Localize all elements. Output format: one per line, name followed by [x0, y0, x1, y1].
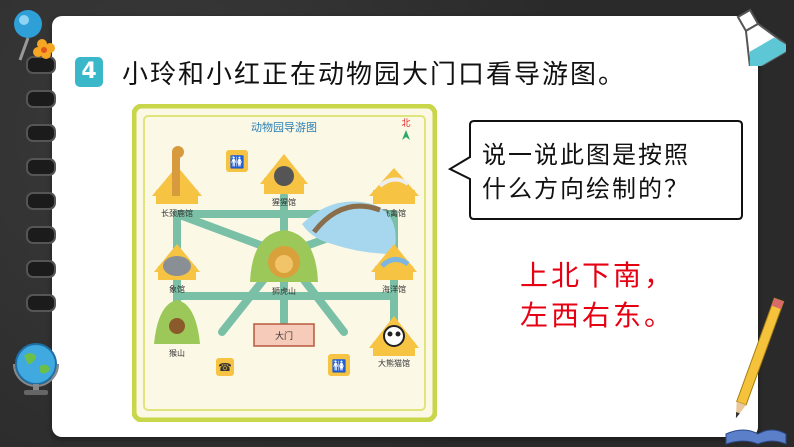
label-panda: 大熊猫馆 — [378, 358, 410, 368]
question-number-badge: 4 — [75, 57, 103, 87]
binder-rings — [26, 56, 66, 416]
giraffe-house: 长颈鹿馆 — [152, 146, 202, 218]
binder-ring — [26, 260, 56, 278]
map-title: 动物园导游图 — [251, 120, 317, 134]
elephant-house: 象馆 — [154, 244, 200, 294]
globe-icon — [13, 343, 59, 395]
svg-text:🚻: 🚻 — [230, 155, 245, 169]
bubble-text: 说一说此图是按照 什么方向绘制的？ — [482, 138, 742, 206]
birds-house: 飞禽馆 — [369, 168, 419, 218]
north-label: 北 — [401, 118, 410, 129]
binder-ring — [26, 90, 56, 108]
bubble-line-2: 什么方向绘制的？ — [482, 175, 690, 203]
label-giraffe: 长颈鹿馆 — [161, 208, 193, 218]
restroom-icon-bottom — [328, 354, 350, 376]
question-text: 小玲和小红正在动物园大门口看导游图。 — [122, 60, 627, 90]
svg-text:☎: ☎ — [218, 361, 232, 374]
ocean-house: 海洋馆 — [371, 244, 417, 294]
binder-ring — [26, 56, 56, 74]
label-ocean: 海洋馆 — [382, 284, 406, 294]
pencil-and-book-icon — [725, 297, 787, 445]
bubble-line-1: 说一说此图是按照 — [482, 141, 690, 169]
zoo-gate: 大门 — [253, 323, 315, 347]
answer-text: 上北下南， 左西右东。 — [520, 256, 675, 336]
river — [302, 201, 396, 254]
label-gate: 大门 — [275, 330, 293, 342]
flask-icon — [736, 8, 786, 66]
lion-hill: 狮虎山 — [250, 230, 318, 296]
answer-line-1: 上北下南， — [520, 259, 676, 292]
binder-ring — [26, 124, 56, 142]
svg-text:🚻: 🚻 — [332, 359, 347, 373]
binder-ring — [26, 226, 56, 244]
label-birds: 飞禽馆 — [382, 208, 406, 218]
north-arrow-icon — [402, 130, 410, 140]
pushpin-icon — [14, 10, 55, 61]
answer-line-2: 左西右东。 — [520, 299, 676, 332]
panda-house: 大熊猫馆 — [369, 316, 419, 368]
binder-ring — [26, 294, 56, 312]
label-gorilla: 猩猩馆 — [272, 197, 296, 207]
zoo-guide-map: 动物园导游图 北 猩猩馆 🚻 长颈鹿馆 — [132, 104, 437, 422]
monkey-hill: 猴山 — [154, 300, 200, 358]
phone-icon — [216, 358, 234, 376]
gorilla-house: 猩猩馆 — [260, 154, 308, 207]
binder-ring — [26, 158, 56, 176]
speech-bubble — [447, 120, 743, 220]
label-lion: 狮虎山 — [272, 286, 296, 296]
restroom-icon — [226, 150, 248, 172]
label-monkey: 猴山 — [169, 348, 185, 358]
label-elephant: 象馆 — [169, 284, 185, 294]
binder-ring — [26, 192, 56, 210]
bridge — [312, 203, 381, 234]
